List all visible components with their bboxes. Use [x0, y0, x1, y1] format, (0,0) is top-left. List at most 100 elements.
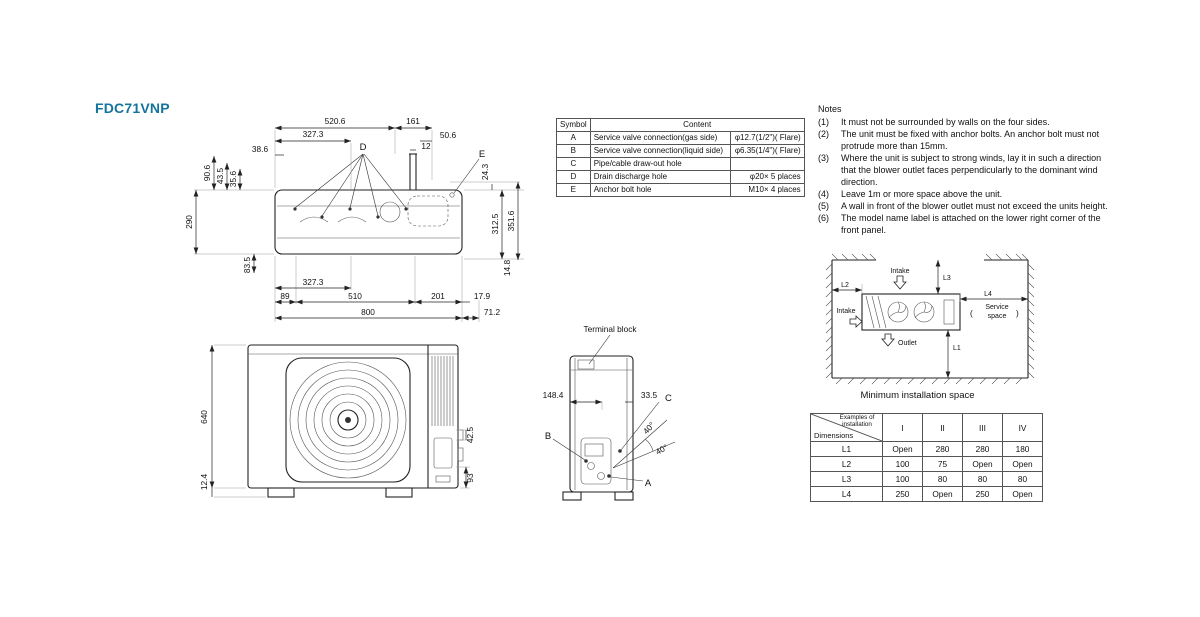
- note-text: Leave 1m or more space above the unit.: [841, 188, 1003, 199]
- symbol-table-header-row: Symbol Content: [556, 118, 805, 132]
- value-cell: 75: [922, 456, 963, 472]
- note-text: Where the unit is subject to strong wind…: [841, 152, 1102, 187]
- dim-label: 38.6: [252, 144, 269, 154]
- value-cell: 80: [1002, 471, 1043, 487]
- dim-label: 14.8: [502, 260, 512, 277]
- row-label: L4: [810, 486, 883, 502]
- installation-table-header-row: Examples of installation Dimensions I II…: [810, 413, 1043, 442]
- dim-label: 24.3: [480, 164, 490, 181]
- column-header: IV: [1002, 413, 1043, 442]
- part-label-c: C: [665, 393, 672, 404]
- notes-section: Notes (1) It must not be surrounded by w…: [818, 104, 1110, 237]
- note-text: The unit must be fixed with anchor bolts…: [841, 128, 1100, 151]
- dimension-lines: [209, 345, 469, 497]
- extension-lines: [214, 344, 470, 498]
- unit-feet: [267, 487, 413, 498]
- value-cell: Open: [1002, 486, 1043, 502]
- note-number: (1): [818, 116, 829, 127]
- value-cell: 180: [1002, 441, 1043, 457]
- value-cell: 250: [962, 486, 1003, 502]
- walls: [825, 253, 1035, 385]
- outlet-label: Outlet: [898, 340, 917, 347]
- table-corner-cell: Examples of installation Dimensions: [810, 413, 883, 442]
- symbol-row: C Pipe/cable draw-out hole: [556, 157, 805, 171]
- outlet-arrow-icon: [881, 333, 895, 347]
- note-text: It must not be surrounded by walls on th…: [841, 116, 1050, 127]
- note-item: (6) The model name label is attached on …: [818, 213, 1110, 237]
- dim-label-l1: L1: [953, 345, 961, 352]
- dim-label: 510: [348, 291, 362, 301]
- value-cell: Open: [1002, 456, 1043, 472]
- dim-label: 35.6: [228, 171, 238, 188]
- table-row: L1 Open 280 280 180: [810, 441, 1043, 457]
- dim-label: 89: [280, 291, 290, 301]
- value-cell: Open: [962, 456, 1003, 472]
- symbol-row: E Anchor bolt hole M10× 4 places: [556, 183, 805, 197]
- content-cell: Anchor bolt hole: [589, 183, 731, 197]
- note-text: A wall in front of the blower outlet mus…: [841, 200, 1108, 211]
- symbol-row: B Service valve connection(liquid side) …: [556, 144, 805, 158]
- service-space-label: space: [988, 313, 1007, 320]
- angle-lines: [612, 419, 676, 469]
- symbol-row: D Drain discharge hole φ20× 5 places: [556, 170, 805, 184]
- spec-cell: [729, 157, 805, 171]
- note-item: (1) It must not be surrounded by walls o…: [818, 117, 1110, 129]
- note-item: (2) The unit must be fixed with anchor b…: [818, 129, 1110, 153]
- leader-lines: [552, 334, 660, 482]
- part-label-e: E: [479, 149, 485, 160]
- content-cell: Service valve connection(liquid side): [589, 144, 731, 158]
- labels: Terminal block 148.4 33.5 C B A 40° 40°: [543, 324, 672, 489]
- installation-caption: Minimum installation space: [860, 390, 975, 401]
- note-number: (3): [818, 152, 829, 163]
- symbol-cell: B: [556, 144, 591, 158]
- dimension-labels: 520.6 161 327.3 50.6 12 38.6 90.6 43.5 3…: [184, 116, 516, 317]
- note-number: (2): [818, 128, 829, 139]
- dim-label: 90.6: [202, 165, 212, 182]
- row-label: L3: [810, 471, 883, 487]
- intake-arrow-icon: [849, 315, 863, 328]
- terminal-block-label: Terminal block: [583, 324, 637, 334]
- value-cell: 280: [962, 441, 1003, 457]
- clearance-labels: L2 L3 L4 L1 Intake Intake Outlet ( Servi…: [836, 268, 1019, 352]
- value-cell: 100: [882, 471, 923, 487]
- column-header: I: [882, 413, 923, 442]
- dim-label: 83.5: [242, 257, 252, 274]
- row-label: L2: [810, 456, 883, 472]
- unit-top-view: [861, 293, 961, 331]
- dimension-lines: [570, 399, 633, 410]
- intake-arrow-icon: [893, 275, 907, 290]
- dim-label: 327.3: [303, 129, 324, 139]
- column-header: III: [962, 413, 1003, 442]
- service-space-paren: ): [1016, 308, 1019, 318]
- angle-label: 40°: [654, 442, 670, 457]
- symbol-cell: C: [556, 157, 591, 171]
- clearance-dimension-lines: [832, 260, 1028, 378]
- installation-table: Examples of installation Dimensions I II…: [810, 413, 1043, 502]
- note-item: (5) A wall in front of the blower outlet…: [818, 201, 1110, 213]
- table-row: L2 100 75 Open Open: [810, 456, 1043, 472]
- table-row: L3 100 80 80 80: [810, 471, 1043, 487]
- service-space-paren: (: [970, 308, 973, 318]
- installation-space-diagram: L2 L3 L4 L1 Intake Intake Outlet ( Servi…: [825, 253, 1035, 385]
- spec-cell: M10× 4 places: [729, 183, 805, 197]
- dim-label: 43.5: [215, 168, 225, 185]
- symbol-cell: D: [556, 170, 591, 184]
- front-view-drawing: 640 12.4 42.5 93: [199, 344, 475, 498]
- symbol-cell: E: [556, 183, 591, 197]
- value-cell: 80: [922, 471, 963, 487]
- value-cell: 80: [962, 471, 1003, 487]
- note-text: The model name label is attached on the …: [841, 212, 1101, 235]
- note-number: (5): [818, 200, 829, 211]
- dim-label: 33.5: [641, 390, 658, 400]
- value-cell: 250: [882, 486, 923, 502]
- fan-grille: [289, 361, 407, 479]
- content-cell: Service valve connection(gas side): [589, 131, 731, 145]
- note-number: (4): [818, 188, 829, 199]
- intake-label: Intake: [836, 308, 855, 315]
- part-label-d: D: [360, 142, 367, 153]
- top-view-unit-outline: [274, 153, 463, 255]
- dim-label: 351.6: [506, 210, 516, 231]
- side-panel-outline: [562, 355, 634, 501]
- dim-label: 93: [465, 473, 475, 483]
